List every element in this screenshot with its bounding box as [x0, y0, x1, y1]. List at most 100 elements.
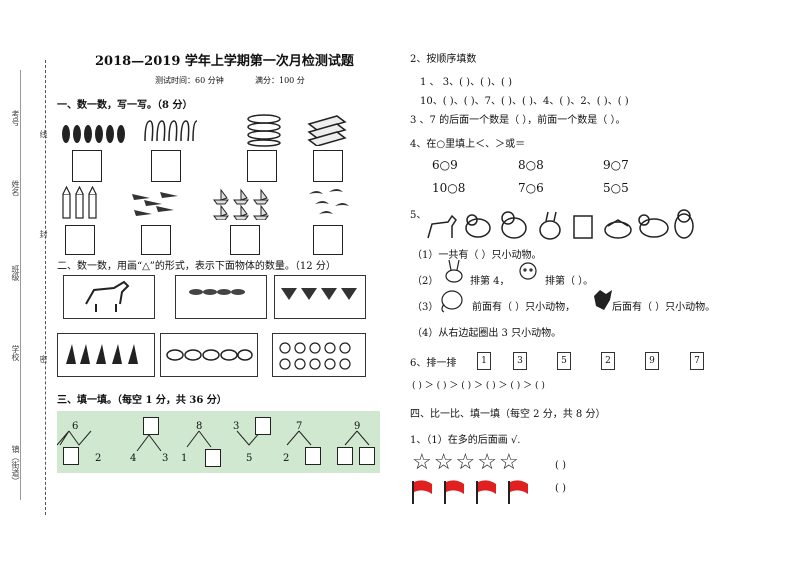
tree5-top: 7	[296, 421, 303, 432]
binding-label-exam-id: 考号	[11, 110, 20, 126]
count-frame-wheat[interactable]	[57, 333, 155, 377]
star-icon: ☆	[477, 450, 499, 475]
compare-circle[interactable]: ○	[439, 158, 451, 172]
answer-box-eggplant[interactable]	[72, 150, 102, 182]
answer-box-books[interactable]	[313, 150, 343, 182]
compare-circle[interactable]: ○	[525, 181, 537, 195]
compare-circle[interactable]: ○	[447, 181, 458, 195]
compare-item[interactable]: 5○5	[603, 181, 629, 195]
compare-right: 5	[621, 181, 629, 195]
q4-title: 4、在○里填上＜、＞或＝	[410, 139, 526, 150]
puppy-icon	[519, 262, 537, 280]
q5-line3-suffix[interactable]: 后面有（ ）只小动物。	[612, 302, 716, 313]
compare-item[interactable]: 7○6	[518, 181, 544, 195]
tree1-left-box[interactable]	[63, 447, 79, 465]
tree1-right: 2	[95, 453, 102, 464]
compare-left: 5	[603, 181, 611, 195]
tree6-right-box[interactable]	[359, 447, 375, 465]
binding-dashed-line	[45, 60, 46, 515]
compare-left: 7	[518, 181, 526, 195]
flag-icon	[508, 480, 528, 504]
flag-answer[interactable]: ( )	[555, 483, 566, 494]
compare-circle[interactable]: ○	[610, 158, 622, 172]
star-row: ☆☆☆☆☆	[412, 452, 521, 474]
elephant-icon	[441, 290, 463, 313]
star-icon: ☆	[455, 450, 478, 475]
q5-line2-mid: 排第 4，	[470, 276, 510, 287]
compare-right: 7	[621, 158, 629, 172]
answer-box-snail[interactable]	[151, 150, 181, 182]
animal-row-image	[427, 209, 694, 240]
compare-item[interactable]: 8○8	[518, 158, 544, 172]
q2-sequence-1[interactable]: 1 、 3、( )、( )、( )	[420, 77, 513, 88]
number-tree-lines	[57, 430, 370, 452]
answer-box-birds[interactable]	[313, 225, 343, 255]
compare-item[interactable]: 9○7	[603, 158, 629, 172]
compare-circle[interactable]: ○	[610, 181, 622, 195]
tree2-right: 3	[162, 453, 169, 464]
wheat-image	[66, 344, 138, 364]
binding-label-secret: 密	[39, 355, 48, 363]
flag-icon	[476, 480, 496, 504]
q3-text[interactable]: 3 、7 的后面一个数是（ ），前面一个数是（ ）。	[410, 115, 626, 126]
q6-card: 2	[601, 352, 615, 370]
answer-box-boats[interactable]	[230, 225, 260, 255]
compare-left: 8	[518, 158, 526, 172]
binding-label-line: 线	[39, 130, 48, 138]
pear-image	[279, 342, 351, 370]
flag-icon	[412, 480, 432, 504]
compare-right: 8	[536, 158, 544, 172]
count-frame-fish[interactable]	[175, 275, 267, 319]
q5-line3-mid[interactable]: 前面有（ ）只小动物，	[472, 302, 576, 313]
q5-line4[interactable]: （4）从右边起圈出 3 只小动物。	[412, 328, 562, 339]
compare-left: 9	[603, 158, 611, 172]
tree4-top-box[interactable]	[255, 417, 271, 435]
tree6-top: 9	[354, 421, 361, 432]
q6-card: 1	[477, 352, 491, 370]
q5-line1[interactable]: （1）一共有（ ）只小动物。	[412, 250, 542, 261]
compare-circle[interactable]: ○	[525, 158, 537, 172]
section2-title: 二、数一数，用画“△”的形式，表示下面物体的数量。（12 分）	[57, 261, 336, 272]
compare-right: 9	[450, 158, 458, 172]
answer-box-pencils[interactable]	[65, 225, 95, 255]
q6-title: 6、排一排	[410, 358, 457, 369]
count-frame-pear[interactable]	[272, 333, 366, 377]
tree2-top-box[interactable]	[143, 417, 159, 435]
q5-title: 5、	[410, 210, 427, 221]
answer-box-plates[interactable]	[247, 150, 277, 182]
tree6-left-box[interactable]	[337, 447, 353, 465]
q6-card: 7	[690, 352, 704, 370]
compare-item[interactable]: 6○9	[432, 158, 458, 172]
tree3-right-box[interactable]	[205, 449, 221, 467]
section4-q1: 1、（1）在多的后面画 √.	[410, 435, 521, 446]
compare-right: 8	[457, 181, 466, 195]
watermelon-slice-image	[281, 288, 357, 300]
binding-label-seal: 封	[39, 230, 48, 238]
eggplant-group-image	[62, 125, 125, 143]
count-frame-horse[interactable]	[63, 275, 155, 319]
tree5-right-box[interactable]	[305, 447, 321, 465]
count-frame-watermelon[interactable]	[274, 275, 366, 319]
q2-sequence-2[interactable]: 10、( )、( )、7、( )、( )、4、( )、2、( )、( )	[420, 96, 629, 107]
pencil-group-image	[62, 186, 97, 219]
count-frame-pumpkin[interactable]	[160, 333, 258, 377]
horse-image	[85, 280, 130, 312]
tree3-left: 1	[181, 453, 188, 464]
binding-solid-line	[20, 70, 21, 500]
q5-line3-prefix: （3）	[412, 302, 439, 313]
q2-title: 2、按顺序填数	[410, 54, 477, 65]
carrot-group-image	[132, 192, 178, 216]
q5-line2-prefix: （2）	[412, 276, 439, 287]
binding-label-school: 学校	[11, 345, 20, 361]
q6-order-line[interactable]: ( ) ＞ ( ) ＞ ( ) ＞ ( ) ＞ ( ) ＞ ( )	[412, 381, 545, 391]
q5-line2-suffix[interactable]: 排第（ ）。	[545, 276, 594, 287]
section4-title: 四、比一比、填一填（每空 2 分，共 8 分）	[410, 409, 606, 420]
compare-item[interactable]: 10○8	[432, 181, 465, 195]
book-stack-image	[307, 115, 347, 146]
star-answer[interactable]: ( )	[555, 460, 566, 471]
rabbit-icon	[445, 259, 463, 283]
answer-box-carrots[interactable]	[141, 225, 171, 255]
tree4-top-left: 3	[233, 421, 240, 432]
binding-label-town: 镇（街道）	[11, 445, 20, 485]
q6-card: 5	[557, 352, 571, 370]
